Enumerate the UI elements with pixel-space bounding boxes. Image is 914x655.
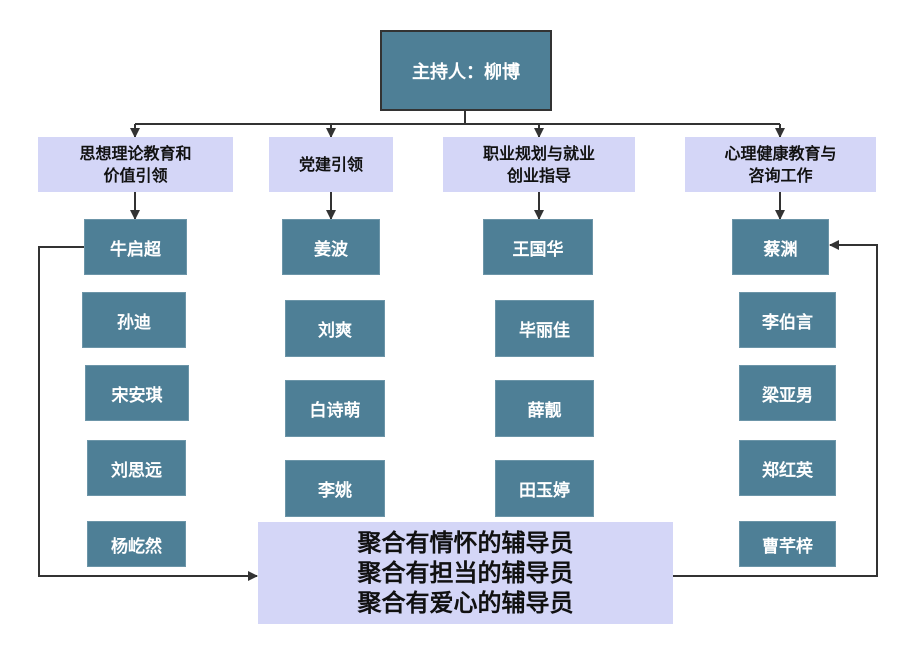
summary-line: 聚合有爱心的辅导员	[357, 589, 574, 617]
member-box: 宋安琪	[85, 365, 189, 421]
category-box-2: 党建引领	[269, 137, 393, 192]
member-box: 薛靓	[495, 380, 594, 437]
member-box: 孙迪	[82, 292, 186, 348]
summary-line: 聚合有担当的辅导员	[357, 559, 574, 587]
member-box: 王国华	[483, 219, 593, 275]
category-label: 党建引领	[298, 154, 363, 174]
member-box: 梁亚男	[739, 365, 836, 421]
summary-box: 聚合有情怀的辅导员 聚合有担当的辅导员 聚合有爱心的辅导员	[258, 522, 673, 624]
member-box: 毕丽佳	[495, 300, 594, 357]
host-box: 主持人：柳博	[380, 30, 552, 111]
member-box: 杨屹然	[87, 521, 186, 567]
member-box: 蔡渊	[732, 219, 829, 275]
category-box-1: 思想理论教育和 价值引领	[38, 137, 233, 192]
member-box: 刘思远	[87, 440, 186, 496]
category-label: 创业指导	[506, 165, 571, 185]
member-box: 牛启超	[84, 219, 187, 275]
member-box: 李姚	[285, 460, 385, 517]
member-box: 姜波	[282, 219, 380, 275]
category-label: 思想理论教育和	[79, 143, 192, 163]
category-label: 心理健康教育与	[724, 143, 837, 163]
category-label: 价值引领	[103, 165, 168, 185]
member-box: 刘爽	[285, 300, 385, 357]
member-box: 田玉婷	[495, 460, 594, 517]
category-label: 咨询工作	[748, 165, 813, 185]
summary-line: 聚合有情怀的辅导员	[357, 529, 574, 557]
left-loop-arrow	[38, 246, 258, 581]
category-label: 职业规划与就业	[482, 143, 595, 163]
member-box: 郑红英	[739, 440, 836, 496]
category-box-3: 职业规划与就业 创业指导	[443, 137, 635, 192]
member-box: 曹芊梓	[739, 521, 836, 567]
category-box-4: 心理健康教育与 咨询工作	[685, 137, 876, 192]
member-box: 白诗萌	[285, 380, 385, 437]
right-loop-arrow	[673, 240, 878, 577]
member-box: 李伯言	[739, 292, 836, 348]
host-label: 主持人：柳博	[412, 61, 520, 83]
